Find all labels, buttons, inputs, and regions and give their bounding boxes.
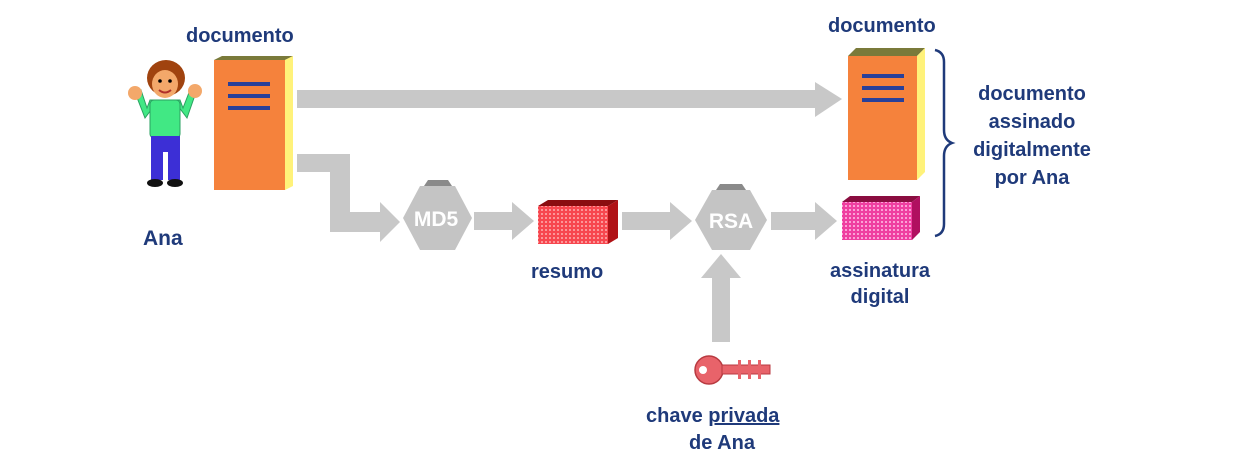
- key-caption-privada: privada: [708, 405, 780, 427]
- signed-line-2: assinado: [988, 111, 1076, 133]
- signed-line-3: digitalmente: [973, 139, 1091, 161]
- signed-line-1: documento: [978, 83, 1086, 105]
- arrow-key-to-rsa: [701, 254, 741, 342]
- document-right: [848, 48, 925, 180]
- rsa-node: [695, 184, 767, 250]
- assinatura-block: [842, 196, 920, 240]
- key-caption-word: chave: [646, 405, 703, 427]
- signed-line-4: por Ana: [994, 167, 1070, 189]
- rsa-label: RSA: [708, 210, 754, 233]
- document-left: [214, 56, 293, 190]
- curly-brace: [934, 48, 956, 238]
- person-name: Ana: [143, 227, 183, 250]
- arrow-doc-to-doc: [297, 82, 842, 117]
- key-caption-line-1: chave privada: [646, 403, 779, 429]
- doc-right-label: documento: [828, 15, 936, 37]
- resumo-label: resumo: [531, 261, 604, 283]
- arrow-rsa-to-assinatura: [771, 202, 837, 240]
- resumo-block: [538, 200, 618, 244]
- md5-node: [403, 180, 472, 250]
- doc-left-label: documento: [186, 25, 294, 47]
- assinatura-line-2: digital: [850, 286, 910, 308]
- arrow-resumo-to-rsa: [622, 202, 692, 240]
- key-icon: [694, 355, 771, 385]
- person-figure: [128, 60, 202, 187]
- assinatura-line-1: assinatura: [829, 260, 931, 282]
- arrow-md5-to-resumo: [474, 202, 534, 240]
- arrow-doc-to-md5: [297, 154, 400, 242]
- md5-label: MD5: [413, 208, 459, 231]
- key-caption-line-2: de Ana: [689, 432, 755, 454]
